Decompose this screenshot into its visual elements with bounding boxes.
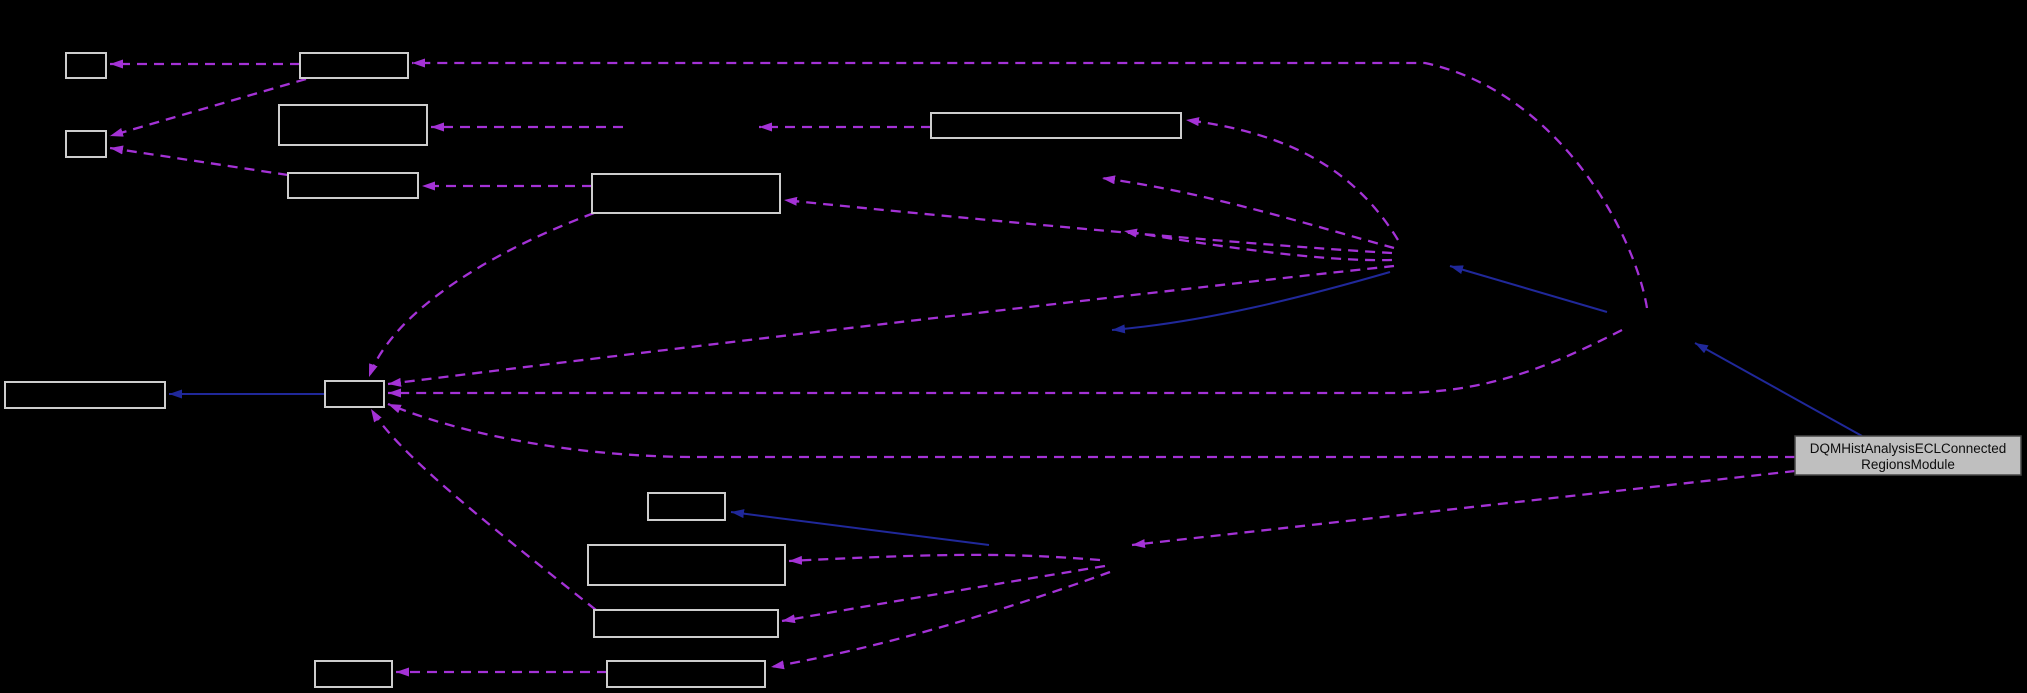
highlighted-class-node — [1794, 435, 2022, 476]
graph-edge — [367, 211, 595, 378]
class-node[interactable] — [4, 381, 166, 409]
graph-edge — [387, 264, 1395, 387]
class-node[interactable] — [587, 544, 786, 586]
class-node[interactable] — [647, 492, 726, 521]
class-node[interactable] — [65, 130, 107, 158]
highlighted-class-label-line1: DQMHistAnalysisECLConnected — [1810, 441, 2007, 456]
graph-edge — [1111, 271, 1391, 334]
graph-edge — [783, 196, 1393, 255]
graph-edge — [388, 328, 1623, 398]
class-node[interactable] — [593, 609, 779, 638]
class-node[interactable] — [591, 173, 781, 214]
graph-edge — [109, 145, 289, 177]
graph-edge — [1694, 342, 1863, 437]
class-node[interactable] — [324, 380, 385, 408]
graph-edge — [109, 77, 307, 138]
graph-edge — [770, 570, 1111, 670]
graph-edge — [370, 408, 597, 611]
class-node[interactable] — [65, 52, 107, 79]
graph-edge — [1131, 469, 1796, 549]
edges-layer — [109, 58, 1863, 677]
highlighted-class-label-line2: RegionsModule — [1861, 457, 1955, 472]
graph-edge — [1449, 265, 1608, 313]
graph-edge — [1185, 117, 1399, 241]
graph-edge — [781, 564, 1106, 624]
class-node[interactable] — [930, 112, 1182, 139]
graph-edge — [788, 553, 1101, 565]
class-node[interactable] — [278, 104, 428, 146]
class-node[interactable] — [314, 660, 393, 688]
class-node[interactable] — [606, 660, 766, 688]
class-node[interactable] — [299, 52, 409, 79]
graph-edge — [1101, 175, 1395, 250]
class-node[interactable] — [287, 172, 419, 199]
graph-edge — [387, 402, 1795, 459]
graph-edge — [730, 509, 990, 546]
graph-edge — [412, 58, 1649, 309]
